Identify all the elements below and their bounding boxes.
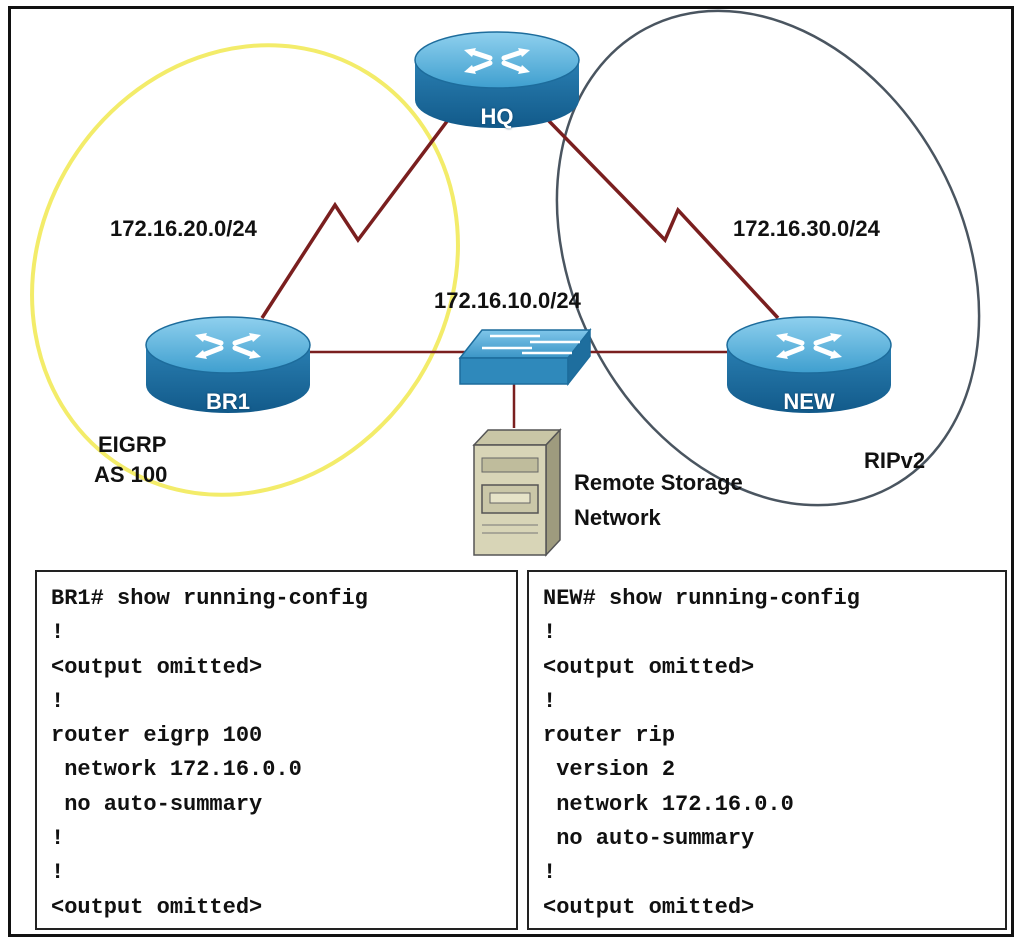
br1-config-line: <output omitted> (51, 654, 263, 680)
eigrp-domain-outline (30, 43, 460, 497)
br1-config-panel: BR1# show running-config! <output omitted… (35, 570, 518, 930)
br1-config-line: no auto-summary (51, 791, 263, 817)
new-config-line: version 2 (543, 757, 676, 783)
br1-config-line: ! (51, 620, 65, 646)
server-label-line2: Network (574, 505, 661, 530)
br1-config-line: router eigrp 100 (51, 723, 263, 749)
subnet-label-lan: 172.16.10.0/24 (434, 288, 581, 313)
subnet-label-hq-new: 172.16.30.0/24 (733, 216, 880, 241)
br1-config-line: network 172.16.0.0 (51, 757, 302, 783)
new-config-line: ! (543, 688, 557, 714)
br1-config-line: BR1# show running-config (51, 586, 368, 611)
serial-link-hq-br1 (260, 118, 450, 319)
new-config-line: router rip (543, 723, 676, 749)
new-config-line: NEW# show running-config (543, 586, 860, 611)
new-config-line: ! (543, 620, 557, 646)
new-config-line: no auto-summary (543, 826, 755, 852)
router-br1-icon (145, 316, 311, 413)
router-hq-icon (414, 31, 580, 128)
new-config-line: network 172.16.0.0 (543, 791, 794, 817)
br1-config-line: ! (51, 860, 65, 886)
server-label-line1: Remote Storage (574, 470, 743, 495)
router-hq-label: HQ (480, 104, 514, 129)
new-config-line: <output omitted> (543, 654, 755, 680)
new-config-line: <output omitted> (543, 894, 755, 920)
router-br1-label: BR1 (205, 389, 250, 414)
network-topology (30, 9, 981, 557)
switch-icon (458, 327, 592, 387)
eigrp-label: EIGRP (98, 432, 167, 457)
router-new-icon (726, 316, 892, 413)
br1-config-line: ! (51, 688, 65, 714)
rip-label: RIPv2 (864, 448, 926, 473)
subnet-label-hq-br1: 172.16.20.0/24 (110, 216, 257, 241)
server-icon (472, 428, 562, 557)
rip-domain-outline (555, 9, 981, 507)
new-config-panel: NEW# show running-config! <output omitted… (527, 570, 1007, 930)
br1-config-line: ! (51, 826, 65, 852)
router-new-label: NEW (783, 389, 835, 414)
eigrp-as-label: AS 100 (94, 462, 168, 487)
serial-link-hq-new (546, 118, 780, 320)
new-config-line: ! (543, 860, 557, 886)
br1-config-line: <output omitted> (51, 894, 263, 920)
